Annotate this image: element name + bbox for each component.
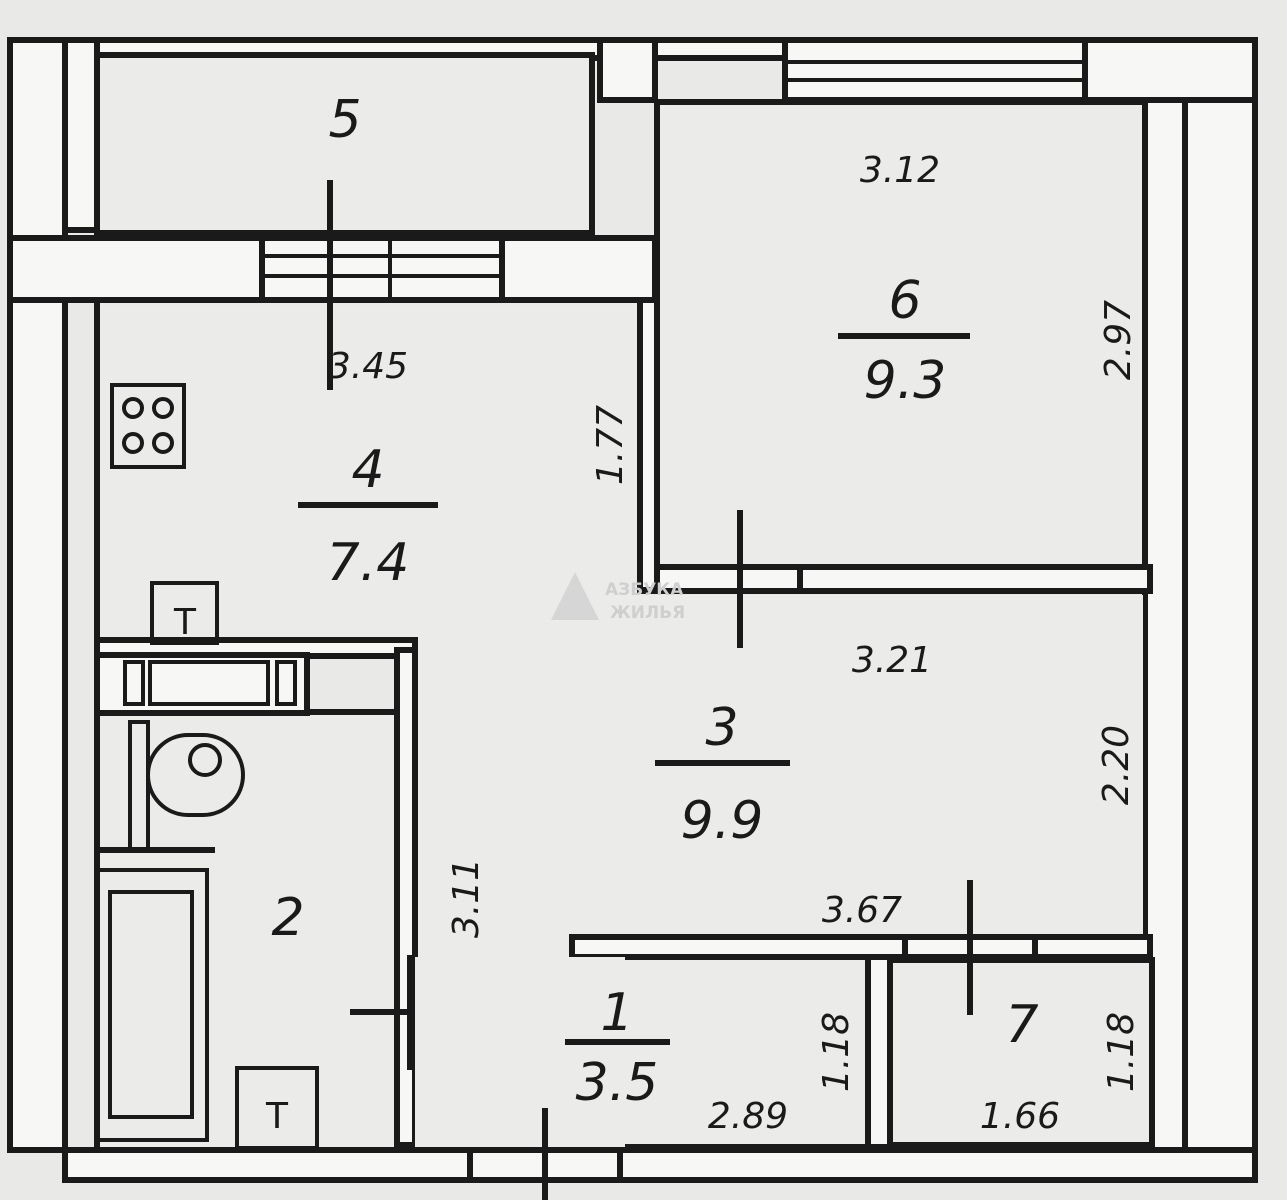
room-2-bathroom (94, 709, 400, 1153)
dim-room-7-width: 1.66 (980, 1096, 1060, 1137)
outer-wall-pier (597, 37, 658, 103)
watermark: АЗБУКА ЖИЛЬЯ (551, 572, 685, 623)
wall-kitchen-top-left (7, 235, 265, 303)
room-1-number: 1 (600, 983, 633, 1043)
toilet-bowl-icon (146, 733, 245, 817)
dim-room-4-height: 1.77 (590, 405, 631, 485)
sink-icon (148, 660, 270, 706)
window-room-6 (782, 37, 1088, 103)
dim-room-6-width: 3.12 (860, 150, 940, 191)
dim-room-3-bottom-width: 3.67 (822, 890, 902, 931)
tap-bottom-label: T (265, 1096, 289, 1137)
room-3-area: 9.9 (681, 791, 764, 851)
wall-balcony-left (62, 37, 100, 233)
room-3-number: 3 (705, 698, 738, 758)
room-2-number: 2 (271, 888, 304, 948)
wall-kitchen-top-right (499, 235, 658, 303)
room-4-kitchen (100, 305, 637, 643)
tap-top-label: T (173, 602, 197, 643)
burner-icon (152, 432, 174, 454)
burner-icon (122, 432, 144, 454)
sink-tap-left (123, 660, 145, 706)
dim-room-3-height: 2.20 (1096, 725, 1137, 805)
outer-wall-bottom (62, 1147, 1258, 1183)
dim-room-3-lower-height: 3.11 (446, 858, 487, 938)
room-1-area: 3.5 (576, 1053, 659, 1113)
sink-tap-right (275, 660, 297, 706)
watermark-logo-icon (551, 572, 599, 620)
window-kitchen (259, 235, 505, 303)
bathtub-frame (95, 868, 209, 1142)
outer-wall-top-right (1082, 37, 1258, 103)
room-7-number: 7 (1005, 995, 1038, 1055)
room-5-balcony (94, 52, 595, 236)
door-room-6 (737, 564, 803, 594)
room-4-area: 7.4 (327, 533, 410, 593)
dim-room-6-height: 2.97 (1098, 300, 1139, 380)
bathtub-icon (108, 890, 194, 1119)
wall-6-3 (637, 564, 1153, 594)
room-1-open (415, 957, 625, 1147)
stove-icon (110, 383, 186, 469)
room-6-area: 9.3 (864, 351, 947, 411)
dim-room-3-width: 3.21 (852, 640, 932, 681)
outer-wall-right (1182, 97, 1258, 1153)
outer-wall-left (7, 37, 68, 1153)
toilet-seat-icon (188, 743, 222, 777)
tap-box-top (150, 581, 219, 645)
watermark-line1: АЗБУКА (605, 580, 684, 600)
wall-4-6 (637, 297, 660, 593)
dim-room-7-height: 1.18 (1101, 1012, 1142, 1092)
burner-icon (122, 397, 144, 419)
dim-room-1-height: 1.18 (816, 1012, 857, 1092)
tap-box-bottom (235, 1066, 319, 1150)
room-5-number: 5 (328, 90, 361, 150)
watermark-line2: ЖИЛЬЯ (610, 603, 685, 623)
dim-room-4-width: 3.45 (328, 346, 408, 387)
room-1 (617, 954, 871, 1150)
wall-right-inner (1142, 97, 1188, 1153)
room-4-number: 4 (351, 440, 384, 500)
room-6-number: 6 (888, 271, 921, 331)
wall-1-7 (865, 954, 893, 1150)
dim-room-1-width: 2.89 (708, 1096, 788, 1137)
burner-icon (152, 397, 174, 419)
room-7-closet (887, 957, 1155, 1148)
